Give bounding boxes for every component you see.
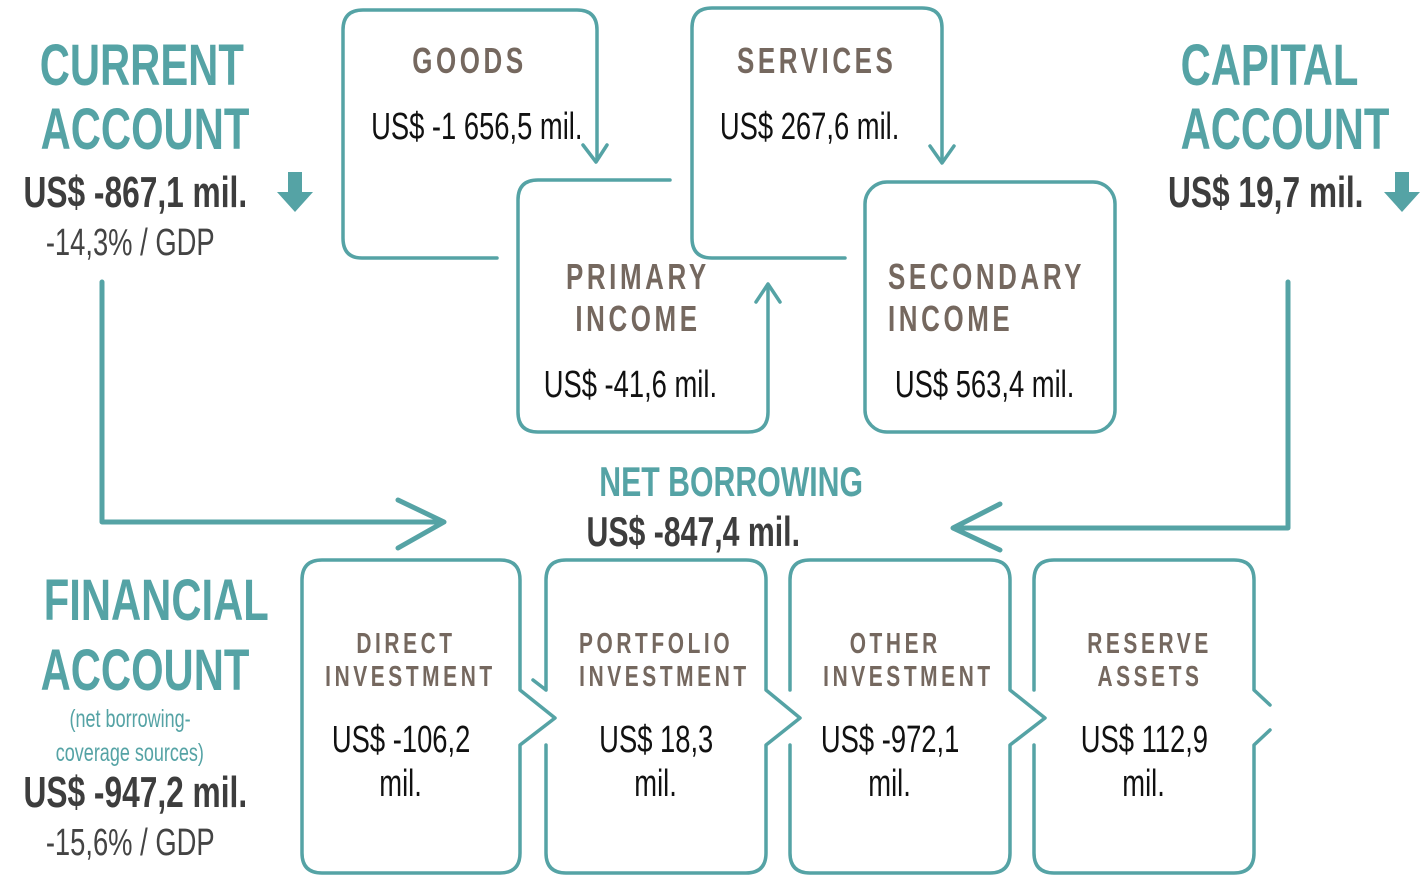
financial-account-value: US$ -947,2 mil. [23, 768, 248, 817]
financial-account-ratio: -15,6% / GDP [45, 822, 215, 864]
direct-investment-box [300, 558, 557, 875]
services-box [690, 6, 944, 260]
primary-income-arrow [754, 282, 782, 304]
current-account-ratio: -14,3% / GDP [45, 222, 215, 264]
secondary-income-value: US$ 563,4 mil. [894, 364, 1075, 406]
goods-arrow [581, 143, 609, 164]
reserve-assets-box [1032, 558, 1272, 875]
net-borrowing-value: US$ -847,4 mil. [586, 508, 800, 555]
other-investment-box [788, 558, 1047, 875]
services-arrow [928, 144, 956, 165]
secondary-income-box [863, 180, 1117, 434]
portfolio-investment-box [531, 558, 802, 875]
capital-to-net-arrow [952, 279, 1291, 531]
primary-income-box [516, 178, 770, 434]
financial-account-note: (net borrowing-coverage sources) [55, 705, 205, 767]
goods-box [341, 8, 599, 260]
services-value: US$ 267,6 mil. [720, 106, 900, 148]
net-borrowing-title: NET BORROWING [599, 458, 864, 505]
goods-value: US$ -1 656,5 mil. [371, 106, 583, 148]
current-account-arrow-down-icon [277, 172, 313, 212]
primary-income-value: US$ -41,6 mil. [543, 364, 717, 406]
current-to-net-arrow [99, 279, 445, 525]
current-account-value: US$ -867,1 mil. [23, 168, 248, 217]
capital-account-value: US$ 19,7 mil. [1168, 168, 1364, 217]
capital-account-arrow-down-icon [1384, 172, 1420, 212]
goods-title: GOODS [412, 40, 528, 81]
services-title: SERVICES [737, 40, 897, 81]
